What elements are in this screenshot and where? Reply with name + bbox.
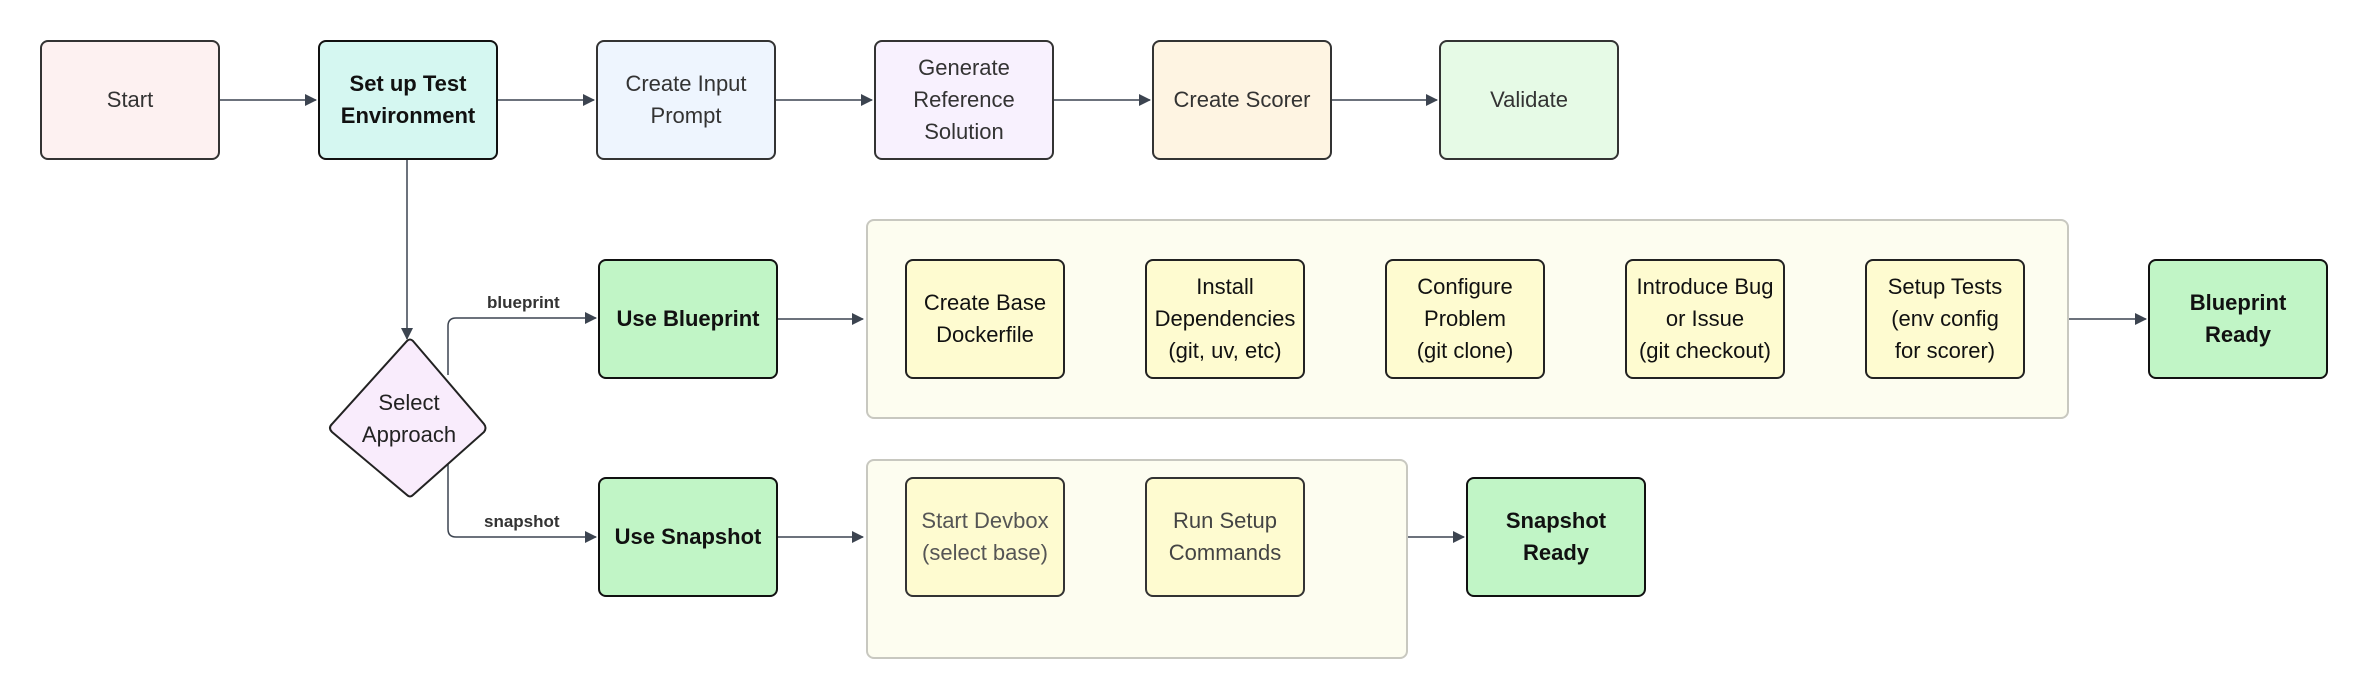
edge-label-blueprint: blueprint	[487, 293, 560, 312]
select-approach-label: Select Approach	[361, 390, 457, 447]
node-blueprint-ready[interactable]: Blueprint Ready	[2148, 259, 2328, 379]
edge-select-blueprint	[447, 312, 597, 375]
decision-diamond-shape	[329, 338, 487, 498]
node-select-approach[interactable]: Select Approach	[330, 340, 488, 498]
node-validate[interactable]: Validate	[1439, 40, 1619, 160]
node-use-blueprint[interactable]: Use Blueprint	[598, 259, 778, 379]
edge-label-snapshot: snapshot	[484, 512, 560, 531]
node-create-base-dockerfile[interactable]: Create Base Dockerfile	[905, 259, 1065, 379]
node-configure-problem[interactable]: Configure Problem (git clone)	[1385, 259, 1545, 379]
node-install-dependencies[interactable]: Install Dependencies (git, uv, etc)	[1145, 259, 1305, 379]
node-start-devbox[interactable]: Start Devbox (select base)	[905, 477, 1065, 597]
node-generate-reference-solution[interactable]: Generate Reference Solution	[874, 40, 1054, 160]
node-run-setup-commands[interactable]: Run Setup Commands	[1145, 477, 1305, 597]
node-start[interactable]: Start	[40, 40, 220, 160]
node-introduce-bug[interactable]: Introduce Bug or Issue (git checkout)	[1625, 259, 1785, 379]
node-setup-test-environment[interactable]: Set up Test Environment	[318, 40, 498, 160]
node-use-snapshot[interactable]: Use Snapshot	[598, 477, 778, 597]
node-setup-tests[interactable]: Setup Tests (env config for scorer)	[1865, 259, 2025, 379]
edge-select-snapshot	[447, 456, 597, 543]
node-create-input-prompt[interactable]: Create Input Prompt	[596, 40, 776, 160]
node-create-scorer[interactable]: Create Scorer	[1152, 40, 1332, 160]
node-snapshot-ready[interactable]: Snapshot Ready	[1466, 477, 1646, 597]
